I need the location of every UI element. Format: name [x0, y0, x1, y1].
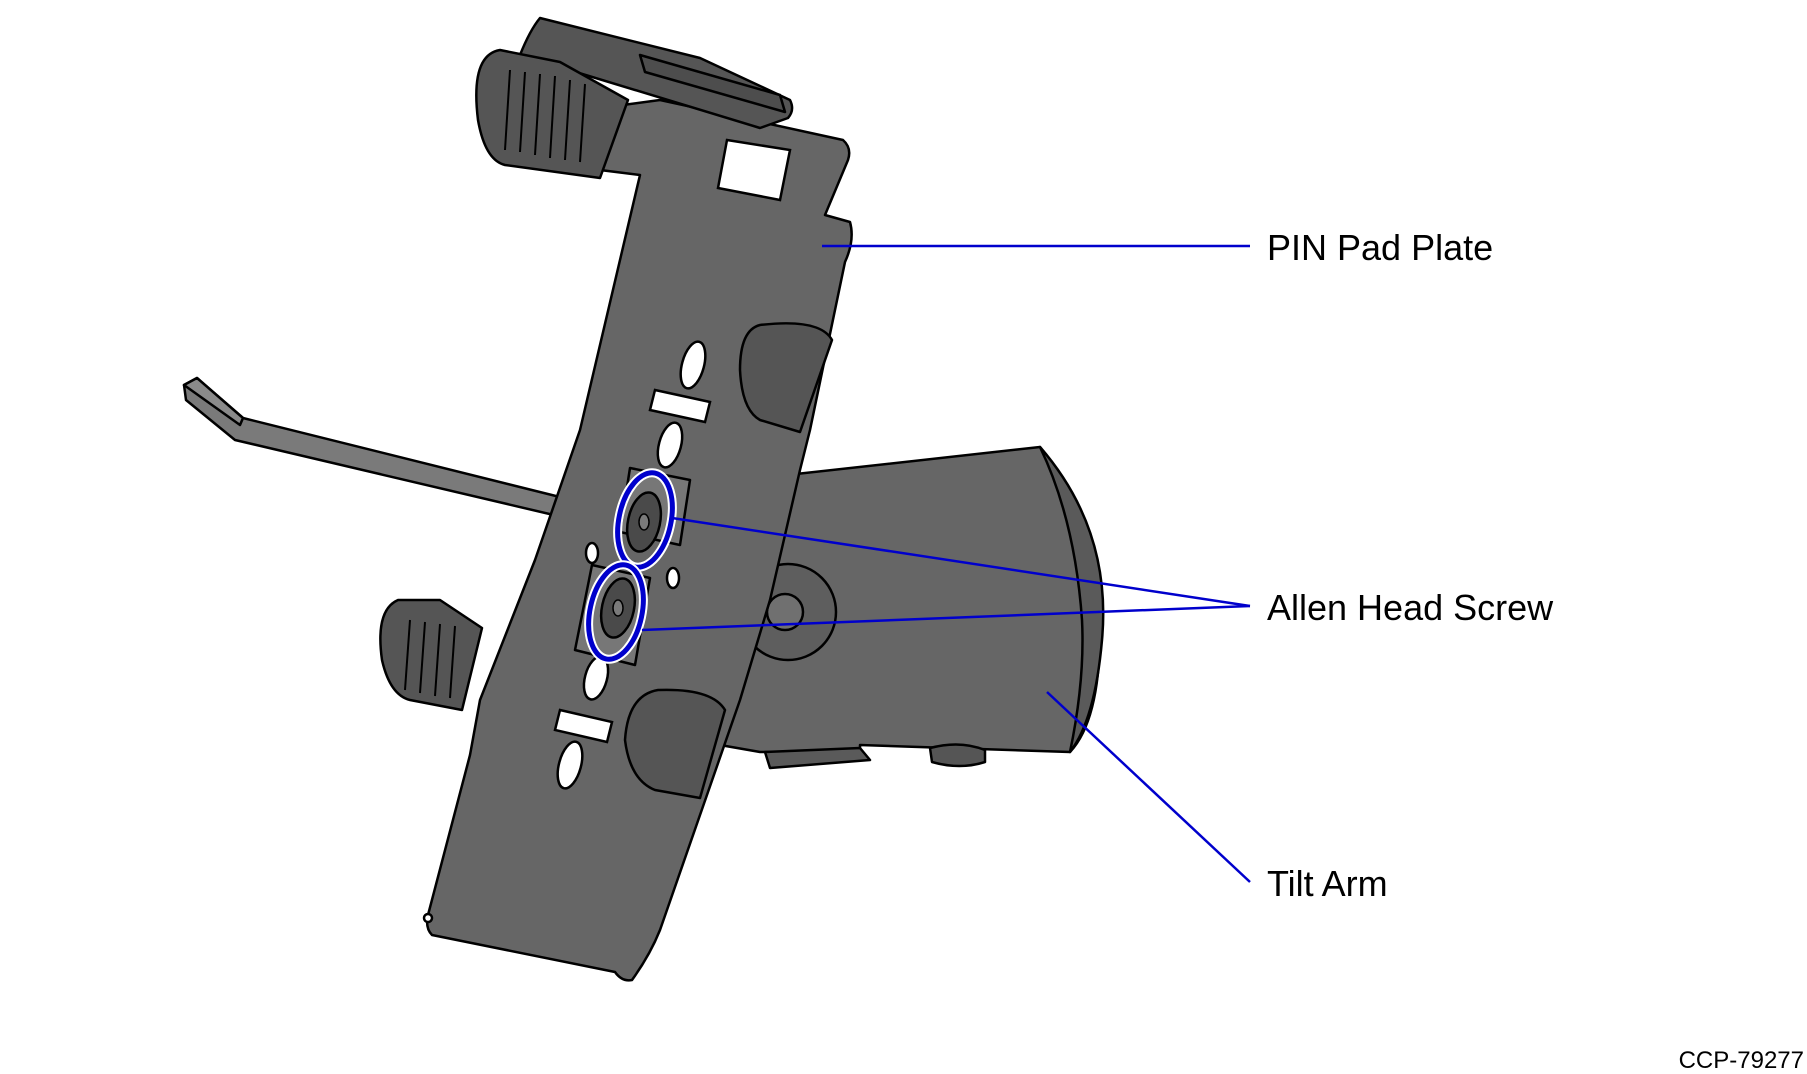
leader-allen-screw-lower: [641, 604, 1251, 632]
tilt-arm-clip: [763, 746, 872, 770]
upper-left-grip: [475, 48, 630, 180]
leader-allen-screw-upper: [671, 516, 1251, 608]
pin-pad-plate: [379, 16, 853, 982]
allen-key: [182, 376, 582, 522]
right-upper-grip: [738, 322, 834, 434]
label-allen-head-screw: Allen Head Screw: [1267, 587, 1554, 628]
lower-left-grip: [379, 598, 484, 712]
tilt-arm-foot: [928, 743, 987, 768]
lower-right-grip: [623, 688, 727, 800]
allen-head-screw-lower: [599, 577, 637, 639]
leader-lines: [641, 244, 1251, 883]
figure-id: CCP-79277: [1679, 1047, 1804, 1074]
plate-notch: [716, 138, 792, 202]
screw-highlight-rings: [584, 468, 677, 664]
label-pin-pad-plate: PIN Pad Plate: [1267, 227, 1493, 268]
label-tilt-arm: Tilt Arm: [1267, 863, 1388, 904]
leader-tilt-arm: [1046, 691, 1251, 883]
allen-head-screw-upper: [625, 491, 663, 553]
